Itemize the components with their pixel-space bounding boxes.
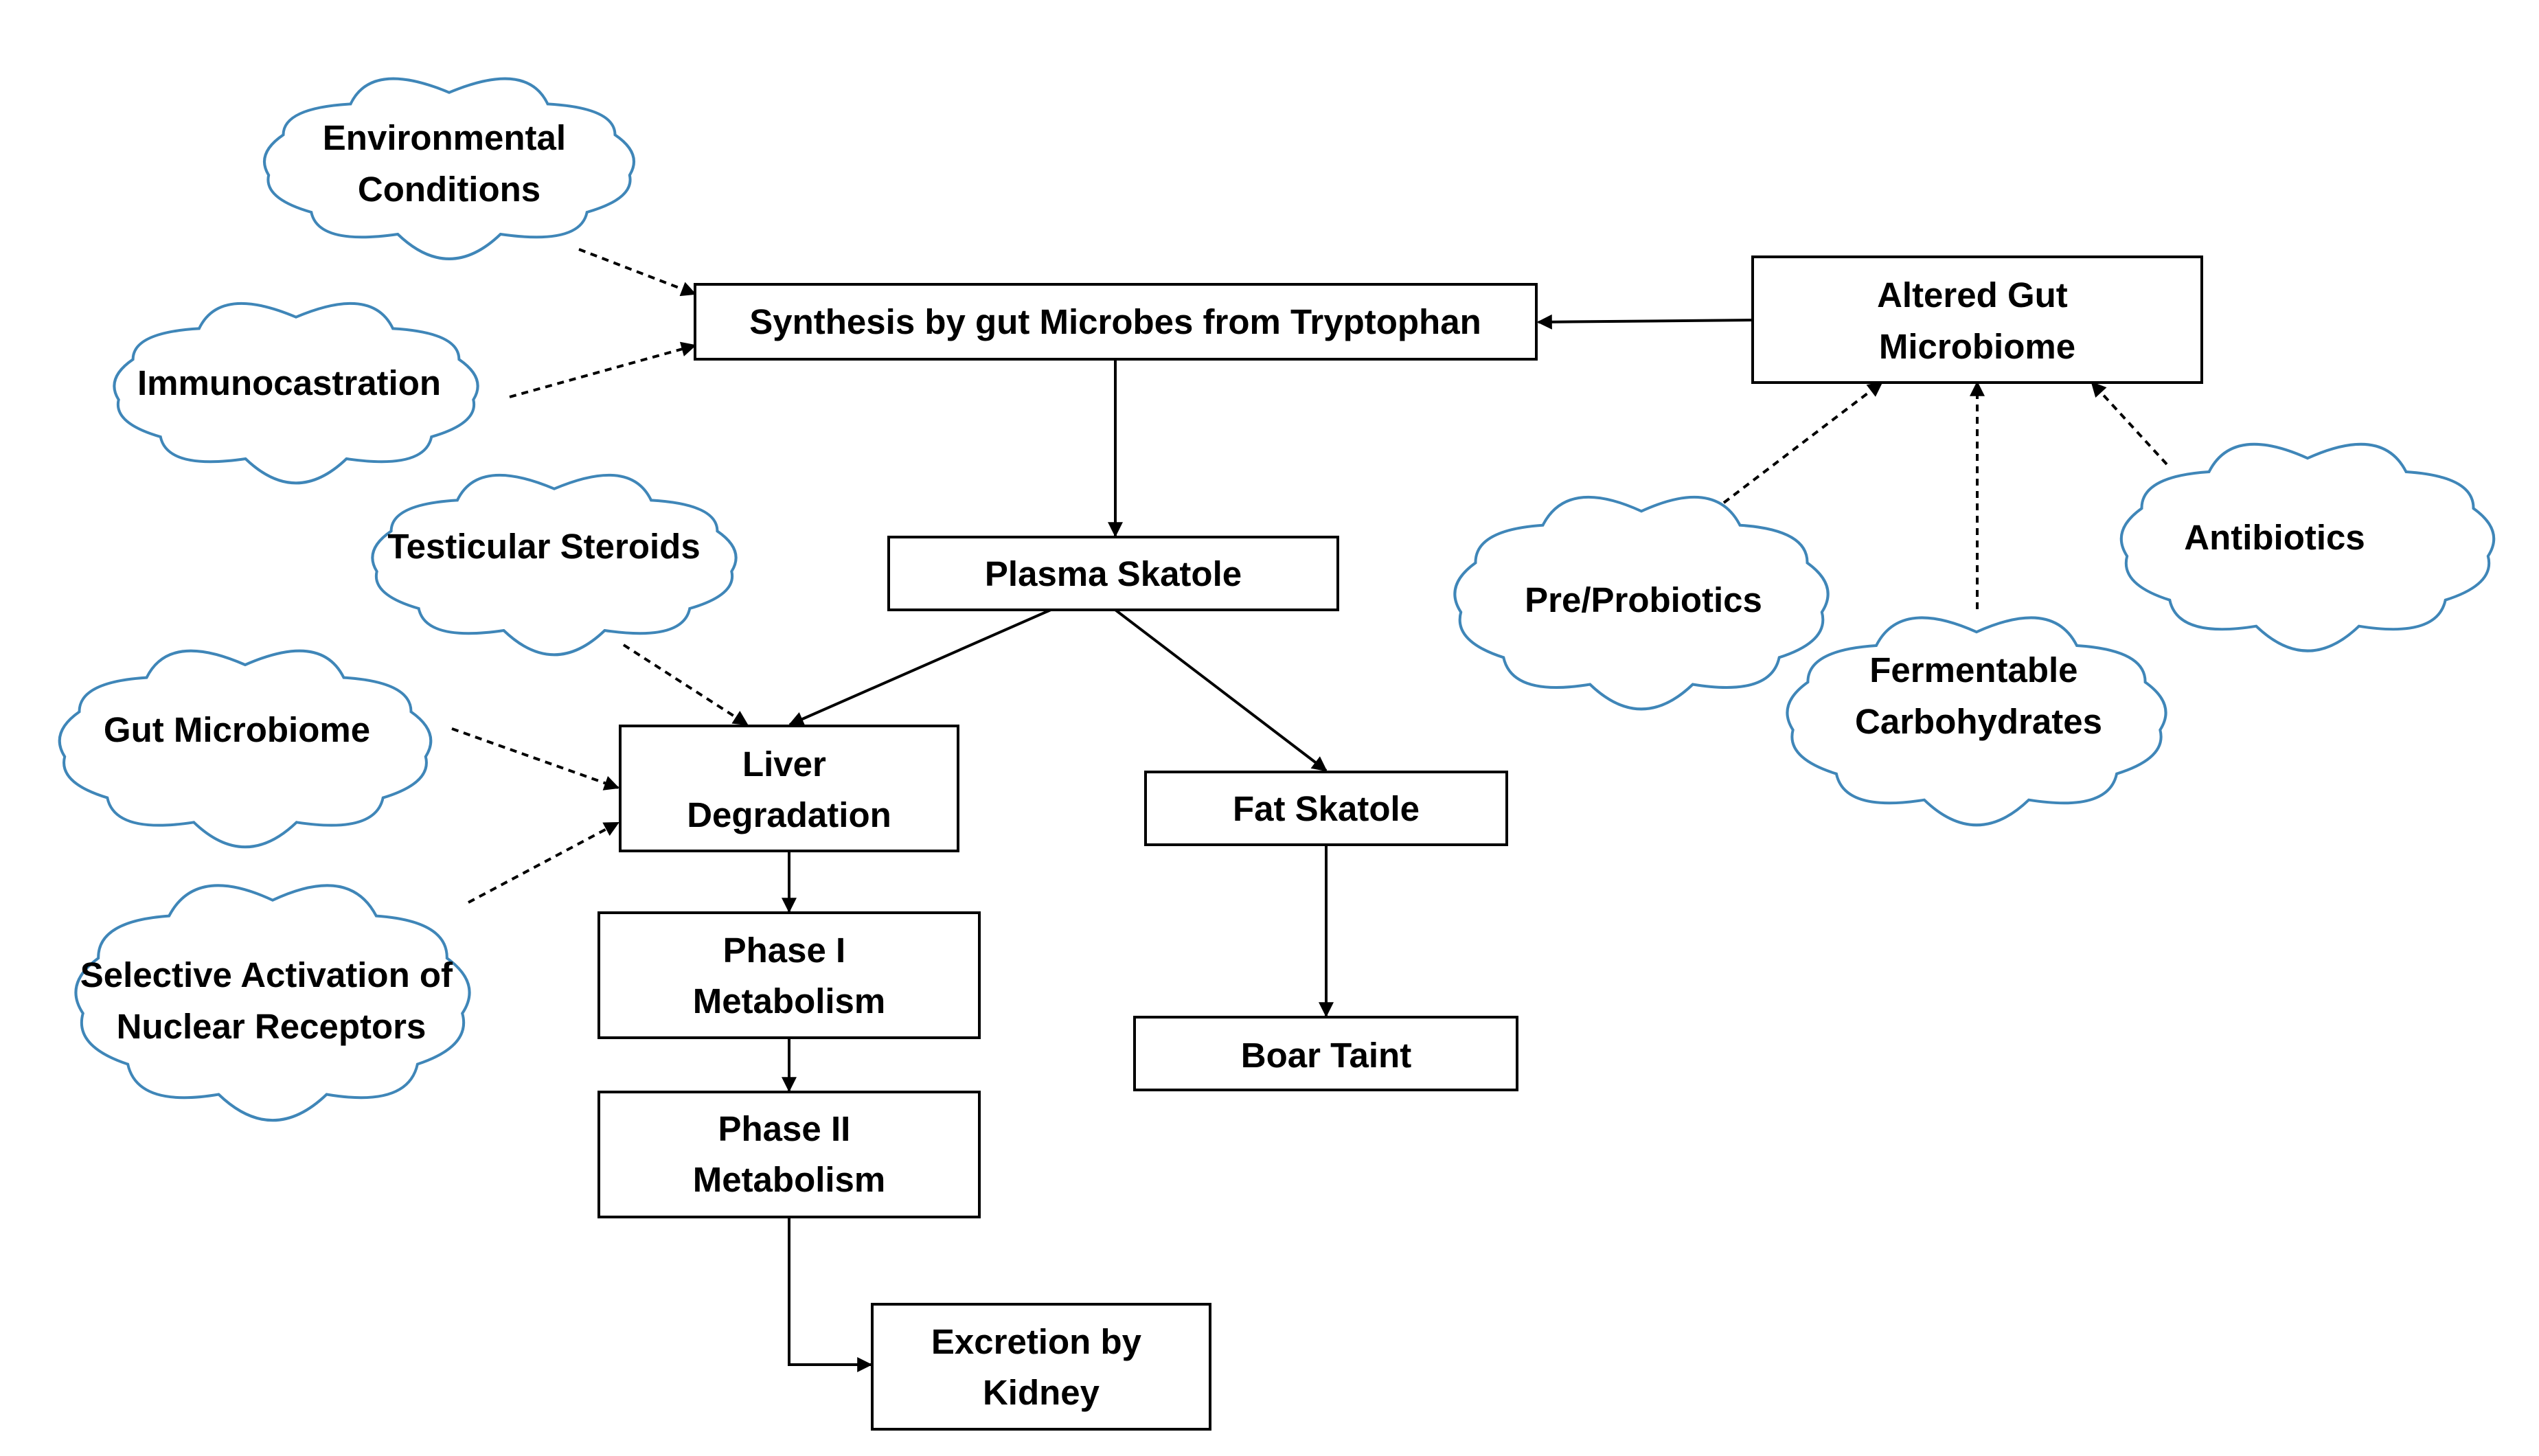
cloud-label: Pre/Probiotics bbox=[1525, 580, 1762, 619]
arrow-environmental-to-synthesis bbox=[578, 248, 697, 297]
arrow-altered-to-synthesis bbox=[1536, 314, 1753, 330]
arrow-immunocastration-to-synthesis bbox=[509, 341, 697, 398]
box-label: Phase II Metabolism bbox=[693, 1109, 886, 1199]
arrow-selective-to-liver bbox=[468, 821, 619, 904]
box-frame bbox=[887, 536, 1339, 611]
cloud-label: Gut Microbiome bbox=[104, 710, 370, 749]
arrow-prebiotics-to-altered bbox=[1722, 381, 1883, 504]
cloud-label: Immunocastration bbox=[137, 363, 441, 402]
box-frame bbox=[1751, 255, 2203, 384]
box-label: Excretion by Kidney bbox=[931, 1322, 1151, 1412]
cloud-pre-probiotics: Pre/Probiotics bbox=[1453, 495, 1830, 711]
cloud-fermentable-carbohydrates: Fermentable Carbohydrates bbox=[1786, 616, 2167, 827]
box-frame bbox=[597, 1091, 981, 1218]
cloud-shape bbox=[2119, 442, 2496, 652]
box-boar-taint: Boar Taint bbox=[1133, 1016, 1518, 1091]
arrow-testicular-to-liver bbox=[622, 644, 749, 726]
cloud-shape bbox=[1453, 495, 1830, 711]
cloud-gut-microbiome: Gut Microbiome bbox=[58, 649, 433, 849]
box-frame bbox=[1133, 1016, 1518, 1091]
cloud-shape bbox=[74, 884, 471, 1122]
arrow-antibiotics-to-altered bbox=[2091, 381, 2168, 466]
box-frame bbox=[1144, 771, 1508, 846]
cloud-shape bbox=[113, 302, 479, 485]
cloud-selective-activation: Selective Activation of Nuclear Receptor… bbox=[74, 884, 471, 1122]
box-label: Liver Degradation bbox=[687, 744, 891, 834]
arrow-plasma-to-liver bbox=[788, 608, 1051, 727]
box-synthesis: Synthesis by gut Microbes from Tryptopha… bbox=[694, 283, 1538, 361]
box-phase-ii-metabolism: Phase II Metabolism bbox=[597, 1091, 981, 1218]
cloud-shape bbox=[1786, 616, 2167, 827]
cloud-antibiotics: Antibiotics bbox=[2119, 442, 2496, 652]
box-frame bbox=[694, 283, 1538, 361]
cloud-label: Selective Activation of Nuclear Receptor… bbox=[80, 955, 462, 1046]
box-altered-gut-microbiome: Altered Gut Microbiome bbox=[1751, 255, 2203, 384]
box-label: Synthesis by gut Microbes from Tryptopha… bbox=[749, 302, 1481, 341]
dashed-arrows bbox=[451, 248, 2168, 904]
box-frame bbox=[597, 911, 981, 1039]
box-frame bbox=[871, 1303, 1211, 1431]
cloud-shape bbox=[58, 649, 433, 849]
cloud-immunocastration: Immunocastration bbox=[113, 302, 479, 485]
box-fat-skatole: Fat Skatole bbox=[1144, 771, 1508, 846]
cloud-environmental-conditions: Environmental Conditions bbox=[262, 77, 636, 260]
box-label: Boar Taint bbox=[1241, 1036, 1411, 1075]
cloud-shape bbox=[262, 77, 636, 260]
cloud-label: Testicular Steroids bbox=[387, 527, 700, 566]
box-phase-i-metabolism: Phase I Metabolism bbox=[597, 911, 981, 1039]
box-liver-degradation: Liver Degradation bbox=[619, 725, 959, 852]
cloud-label: Fermentable Carbohydrates bbox=[1855, 650, 2102, 741]
box-frame bbox=[619, 725, 959, 852]
cloud-label: Environmental Conditions bbox=[323, 118, 576, 209]
arrow-phase2-to-excretion bbox=[788, 1217, 873, 1372]
box-label: Plasma Skatole bbox=[985, 554, 1242, 593]
cloud-label: Antibiotics bbox=[2184, 518, 2365, 557]
solid-arrows bbox=[782, 314, 1753, 1372]
cloud-shape bbox=[371, 473, 738, 657]
box-label: Fat Skatole bbox=[1233, 789, 1420, 828]
cloud-testicular-steroids: Testicular Steroids bbox=[371, 473, 738, 657]
arrow-gutmicrobiome-to-liver bbox=[451, 727, 620, 790]
box-excretion-by-kidney: Excretion by Kidney bbox=[871, 1303, 1211, 1431]
arrow-plasma-to-fat bbox=[1114, 608, 1328, 772]
box-label: Altered Gut Microbiome bbox=[1877, 275, 2077, 366]
box-label: Phase I Metabolism bbox=[693, 931, 886, 1021]
box-plasma-skatole: Plasma Skatole bbox=[887, 536, 1339, 611]
